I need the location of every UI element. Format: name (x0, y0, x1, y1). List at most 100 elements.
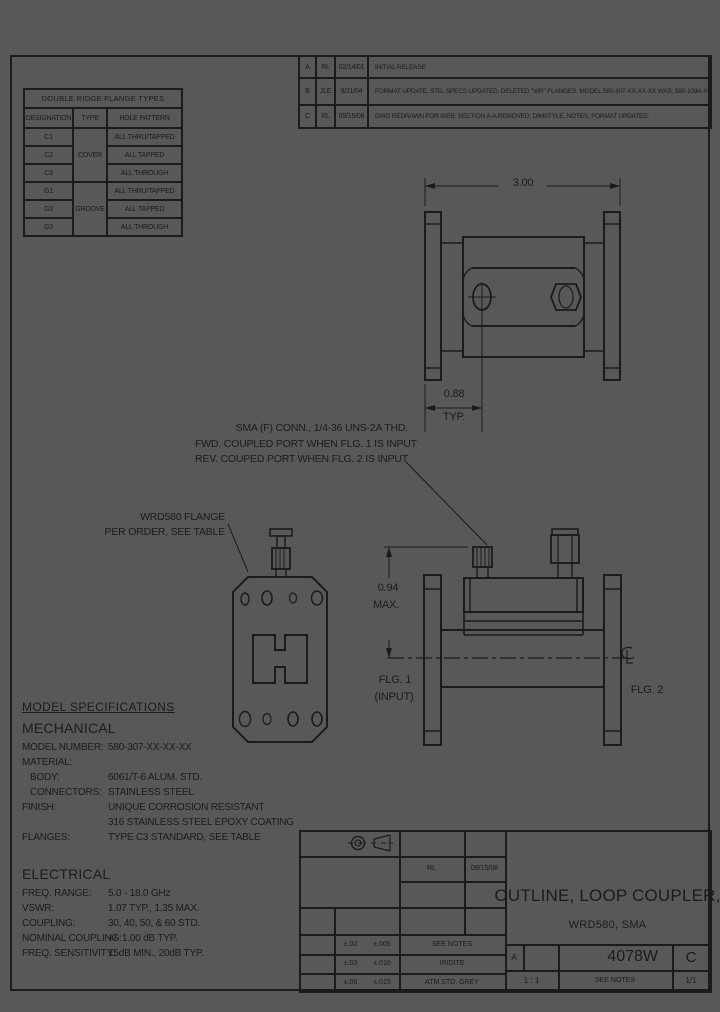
approved-by: RL (427, 865, 436, 872)
hole-pattern-cell: ALL THRU/TAPPED (106, 181, 183, 201)
third-angle-projection-icon (348, 834, 393, 852)
spec-value: 30, 40, 50, & 60 STD. (108, 918, 200, 929)
finish-note: IRIDITE (439, 960, 465, 967)
dimension-0-88 (424, 312, 483, 432)
spec-value: UNIQUE CORROSION RESISTANT (108, 802, 265, 813)
spec-label: BODY: (30, 772, 60, 783)
sma-connector-note: SMA (F) CONN., 1/4-36 UNS-2A THD. FWD. C… (195, 421, 417, 468)
designation-cell: G2 (23, 199, 74, 219)
col-header-designation: DESIGNATION (23, 107, 74, 129)
rev-letter: B (298, 77, 317, 106)
label-flg1: FLG. 1 (378, 674, 412, 686)
designation-cell: G1 (23, 181, 74, 201)
spec-value: 6061/T-6 ALUM. STD. (108, 772, 203, 783)
spec-label: FINISH: (22, 802, 57, 813)
dim-height: 0.94 (377, 582, 399, 594)
see-notes-cell: SEE NOTES (594, 977, 636, 984)
tolerance-2place: ±.02 (343, 940, 358, 948)
sma-note-leader-line (405, 461, 488, 546)
spec-label: FREQ. SENSITIVITY: (22, 948, 116, 959)
designation-cell: G3 (23, 217, 74, 237)
flange-note-line1: WRD580 FLANGE (140, 511, 225, 523)
sma-connector-2-side (550, 528, 580, 579)
tolerance-2place: ±.03 (343, 960, 358, 967)
revision-row: B JLE 9/21/04 FORMAT UPDATE, STD. SPECS … (298, 77, 712, 106)
rev-letter: C (298, 104, 317, 129)
flange-outline (232, 576, 328, 743)
rev-date: 09/15/08 (334, 104, 369, 129)
col-header-hole-pattern: HOLE PATTERN (106, 107, 183, 129)
tolerance-3place: ±.005 (373, 940, 391, 948)
col-header-type: TYPE (72, 107, 108, 129)
label-flg2: FLG. 2 (630, 684, 664, 696)
flange-types-table: DOUBLE RIDGE FLANGE TYPES DESIGNATION TY… (23, 88, 183, 237)
sma-connector-1-side (472, 546, 493, 579)
spec-label: VSWR: (22, 903, 54, 914)
hole-pattern-cell: ALL THRU/TAPPED (106, 127, 183, 147)
designation-cell: C3 (23, 163, 74, 183)
flange-face-view (227, 523, 328, 743)
dimension-3-00 (424, 178, 621, 206)
rev-date: 9/21/04 (334, 77, 369, 106)
rev-by: RL (315, 55, 336, 79)
dim-port-offset: 0.88 (443, 388, 465, 400)
sma-port-1-top (468, 282, 496, 312)
designation-cell: C1 (23, 127, 74, 147)
rev-description: DWG REDRAWN FOR WEB; SECTION A-A REMOVED… (367, 104, 712, 129)
type-cell: GROOVE (72, 181, 108, 237)
spec-value: TYPE C3 STANDARD, SEE TABLE (108, 832, 261, 843)
title-block: RL 09/15/08 ±.02 ±.005 SEE NOTES ±.03 ±.… (299, 830, 720, 993)
revision-row: A RL 02/14/01 INITIAL RELEASE (298, 55, 712, 79)
top-view (424, 178, 621, 432)
flange-table-title: DOUBLE RIDGE FLANGE TYPES (23, 88, 183, 109)
sheet-number: 1/1 (685, 976, 697, 985)
spec-label (22, 817, 108, 832)
spec-label: FREQ. RANGE: (22, 888, 92, 899)
hole-pattern-cell: ALL THROUGH (106, 217, 183, 237)
approved-date: 09/15/08 (470, 865, 499, 872)
revision-letter: C (685, 948, 697, 966)
electrical-heading: ELECTRICAL (22, 866, 111, 882)
sma-note-line2: FWD. COUPLED PORT WHEN FLG. 1 IS INPUT (195, 437, 417, 450)
spec-value: 580-307-XX-XX-XX (108, 742, 192, 753)
dim-port-offset-typ: TYP. (442, 411, 466, 423)
spec-value: 5.0 - 18.0 GHz (108, 888, 171, 899)
sma-note-line3: REV. COUPED PORT WHEN FLG. 2 IS INPUT (195, 453, 408, 465)
dim-overall-width: 3.00 (512, 177, 534, 189)
scale-value: 1 : 1 (523, 976, 540, 985)
label-flg1-input: (INPUT) (374, 691, 414, 703)
rev-by: RL (315, 104, 336, 129)
mechanical-heading: MECHANICAL (22, 720, 116, 736)
spec-value: STAINLESS STEEL (108, 787, 194, 798)
rev-date: 02/14/01 (334, 55, 369, 79)
material-note: SEE NOTES (431, 940, 473, 948)
hole-pattern-cell: ALL THROUGH (106, 163, 183, 183)
wrd580-flange-note: WRD580 FLANGE PER ORDER, SEE TABLE (97, 510, 226, 540)
tolerance-3place: ±.015 (373, 978, 391, 986)
flange-note-leader-line (227, 523, 249, 573)
spec-label: COUPLING: (22, 918, 76, 929)
type-cell: COVER (72, 127, 108, 183)
revision-table: A RL 02/14/01 INITIAL RELEASE B JLE 9/21… (298, 55, 712, 129)
specs-title: MODEL SPECIFICATIONS (22, 700, 175, 714)
rev-by: JLE (315, 77, 336, 106)
rev-letter: A (298, 55, 317, 79)
drawing-number: 4078W (607, 948, 658, 965)
rev-description: FORMAT UPDATE, STD. SPECS UPDATED. DELET… (367, 77, 712, 106)
hole-pattern-cell: ALL TAPPED (106, 199, 183, 219)
sma-connector-face (269, 528, 293, 578)
flange-note-line2: PER ORDER, SEE TABLE (104, 526, 226, 538)
centerline-icon (621, 646, 633, 664)
spec-label: MODEL NUMBER: (22, 742, 104, 753)
double-ridge-aperture (252, 634, 308, 684)
paint-note: ATM STD. GREY (425, 978, 479, 986)
dim-height-max: MAX. (372, 599, 400, 611)
spec-label: NOMINAL COUPLING: (22, 933, 122, 944)
sma-note-line1: SMA (F) CONN., 1/4-36 UNS-2A THD. (235, 422, 409, 434)
drawing-title: OUTLINE, LOOP COUPLER, (494, 886, 720, 905)
tolerance-2place: ±.06 (343, 978, 358, 986)
spec-value: 15dB MIN., 20dB TYP. (108, 948, 204, 959)
side-view (384, 461, 634, 746)
designation-cell: C2 (23, 145, 74, 165)
